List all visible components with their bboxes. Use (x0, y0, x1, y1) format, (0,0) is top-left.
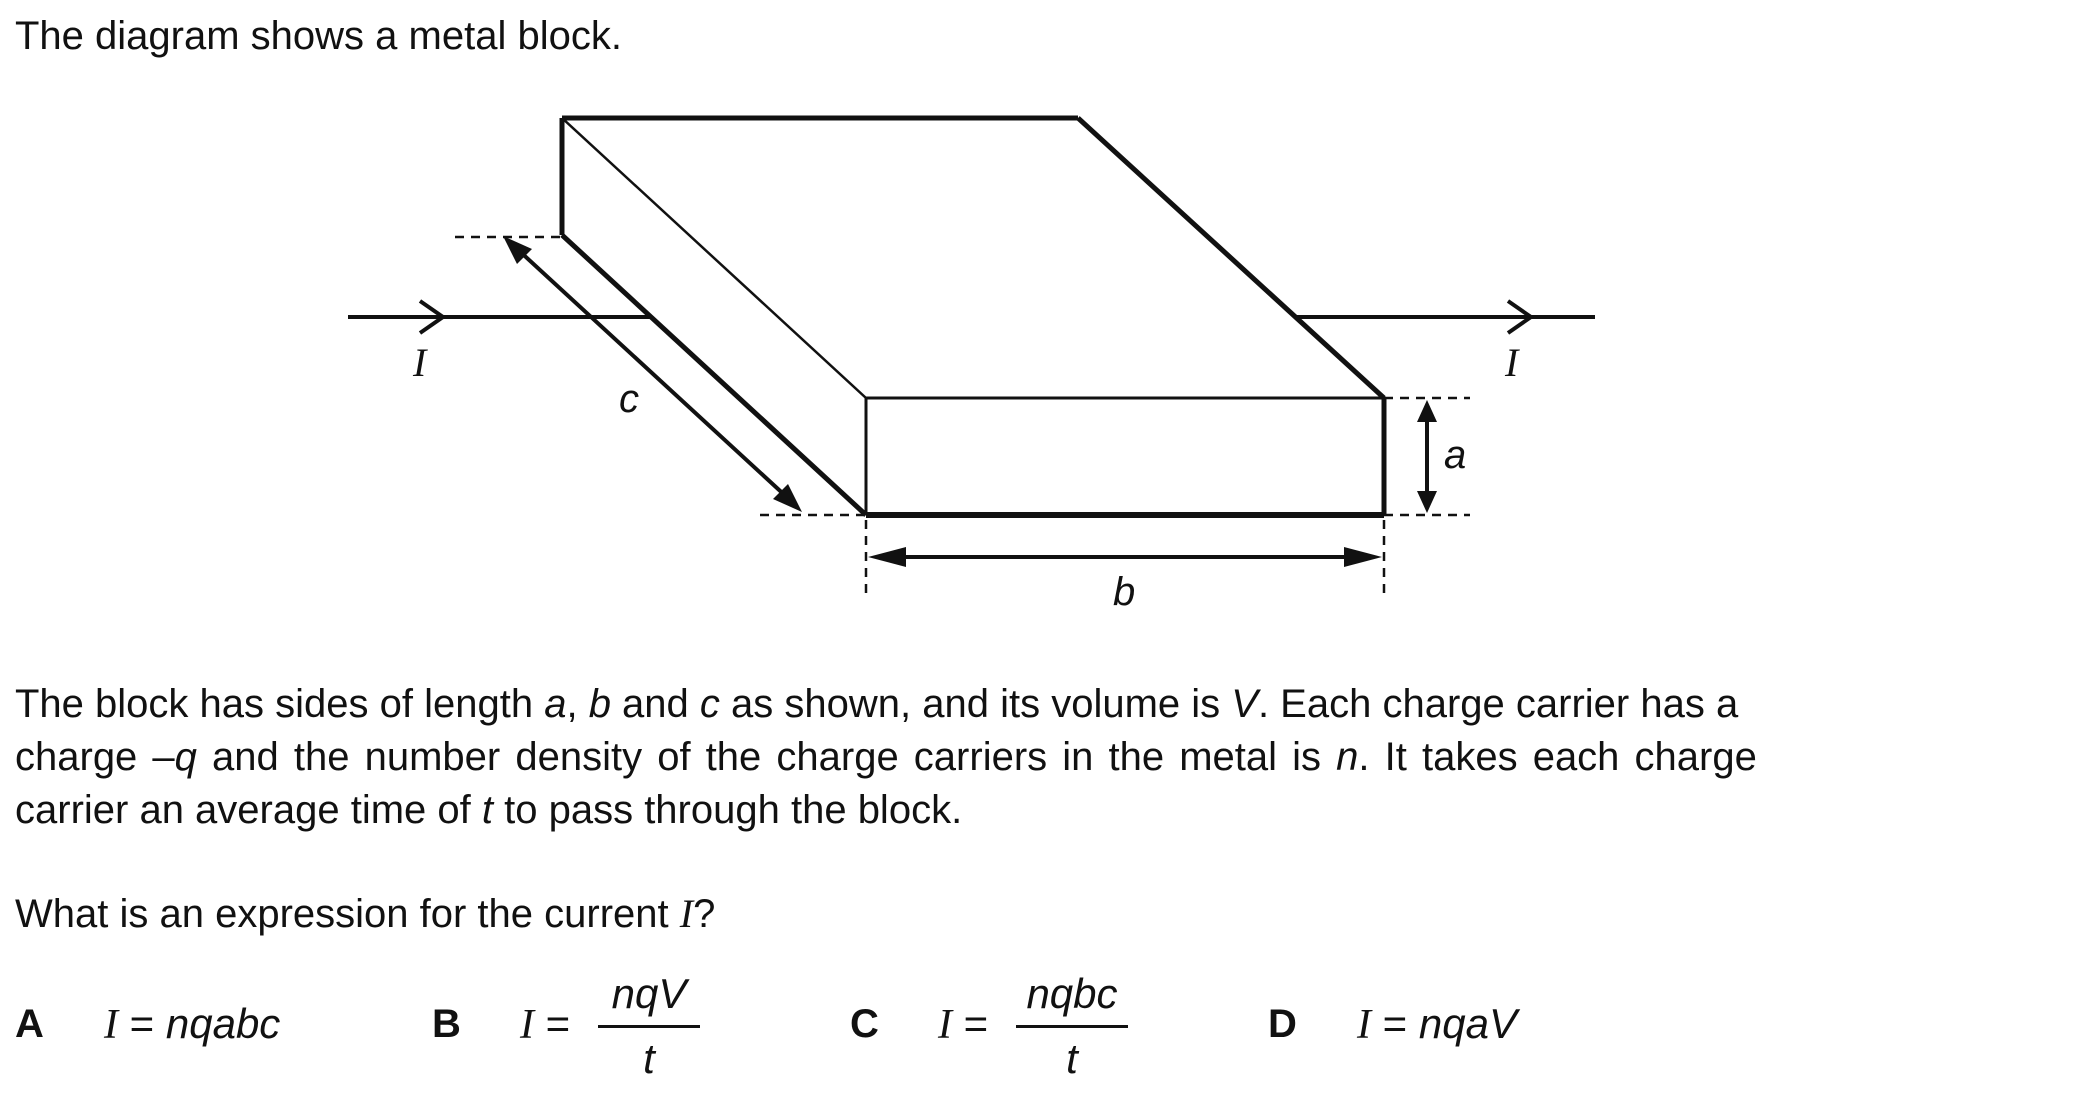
metal-block (559, 115, 1387, 518)
dimension-b (864, 520, 1386, 600)
option-b-denominator: t (643, 1035, 655, 1082)
intro-text: The diagram shows a metal block. (15, 14, 622, 58)
label-side-a: a (1444, 433, 1466, 477)
option-b-lhs: I = (520, 1000, 582, 1048)
paragraph-line-1: The block has sides of length a, b and c… (15, 682, 1739, 726)
option-c-letter: C (850, 1002, 879, 1046)
dimension-a (1384, 396, 1470, 517)
option-d-expression: I = nqaV (1357, 1000, 1517, 1048)
option-b-letter: B (432, 1002, 461, 1046)
dimension-c (455, 235, 866, 517)
paragraph-line-3: carrier an average time of t to pass thr… (15, 788, 963, 832)
label-current-right: I (1504, 340, 1520, 385)
paragraph-line-2: charge –q and the number density of the … (15, 735, 1757, 779)
option-b-numerator: nqV (611, 970, 687, 1017)
current-wire-right (1295, 299, 1595, 335)
question-text: What is an expression for the current I? (15, 891, 716, 936)
option-b-fraction-bar (598, 1025, 700, 1028)
label-side-c: c (619, 377, 639, 421)
label-side-b: b (1113, 570, 1135, 614)
option-c-denominator: t (1066, 1035, 1078, 1082)
option-c-numerator: nqbc (1026, 970, 1118, 1017)
label-current-left: I (412, 340, 428, 385)
option-a-letter: A (15, 1002, 44, 1046)
metal-block-diagram: I I c a b (348, 115, 1595, 614)
option-d-letter: D (1268, 1002, 1297, 1046)
option-c-fraction-bar (1016, 1025, 1128, 1028)
option-a-expression: I = nqabc (104, 1000, 281, 1048)
option-c-lhs: I = (938, 1000, 1000, 1048)
